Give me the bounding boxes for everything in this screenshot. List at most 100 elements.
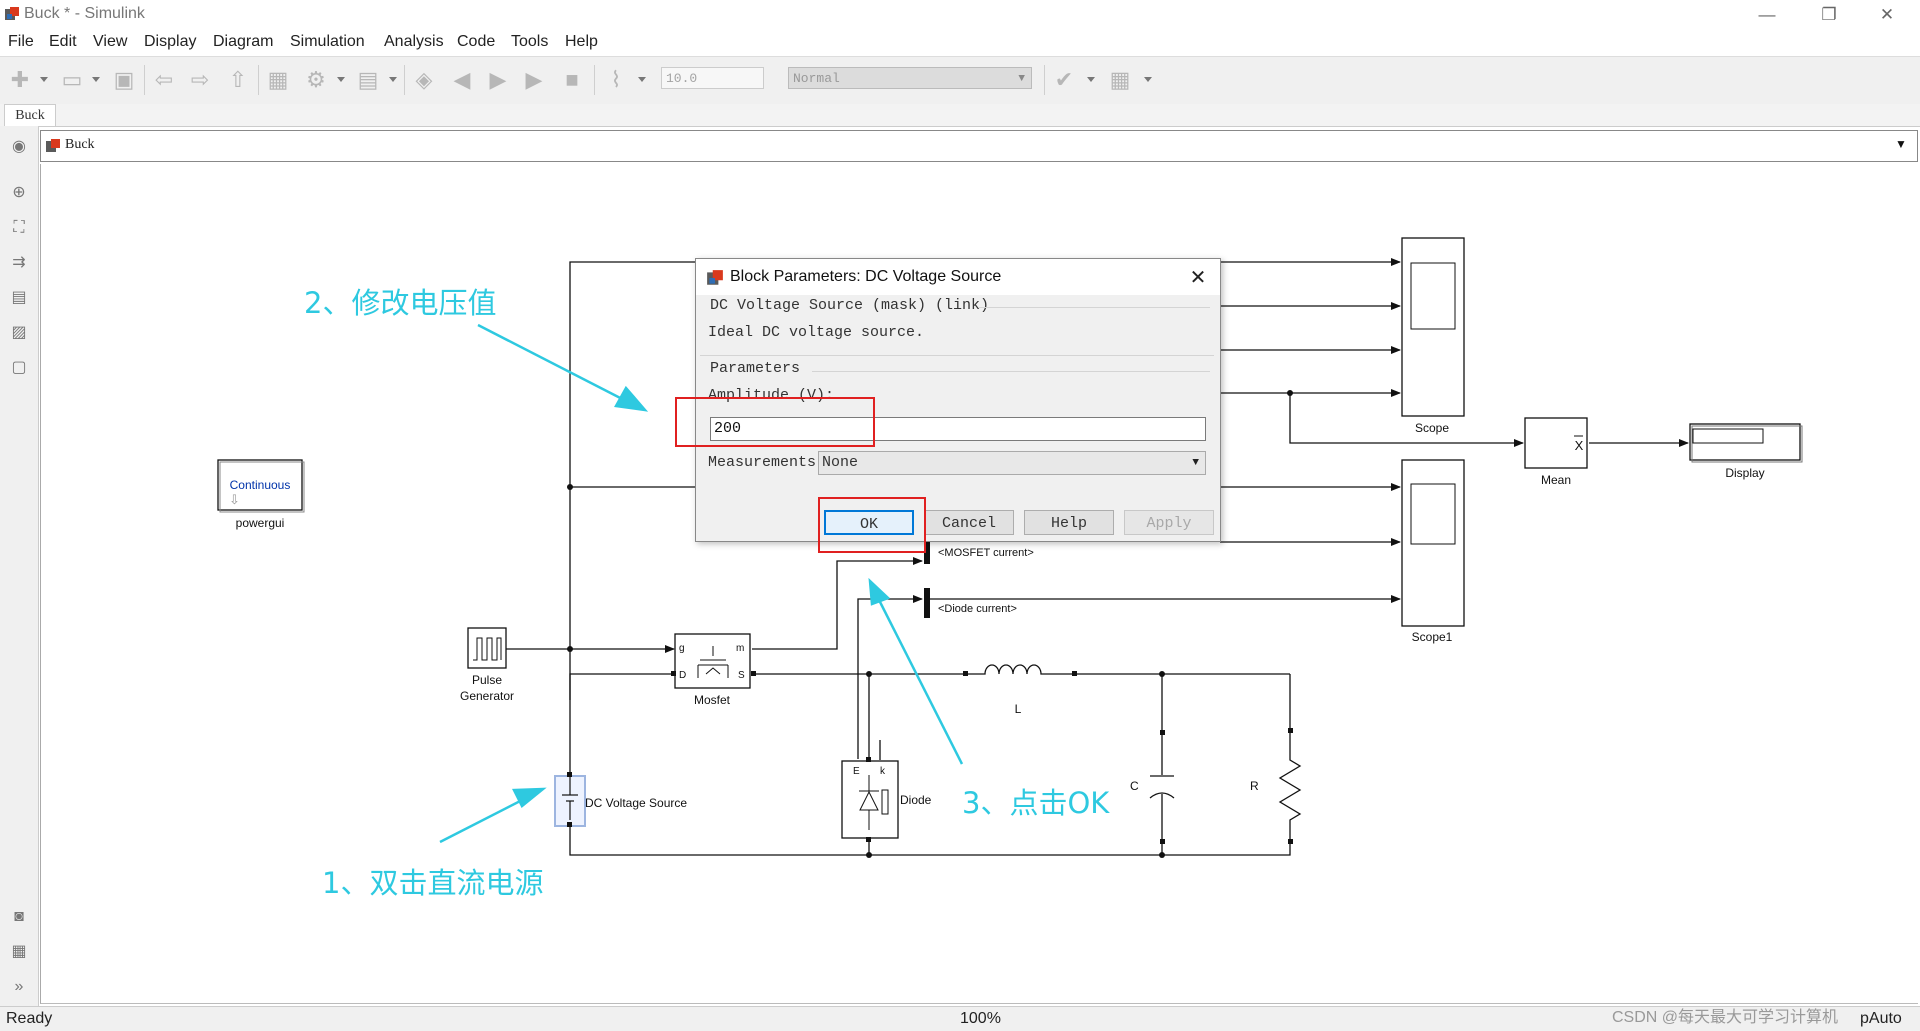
measurements-value: None xyxy=(822,454,859,471)
zoom-icon[interactable]: ⊕ xyxy=(12,184,26,201)
chevron-down-icon[interactable] xyxy=(337,77,345,82)
solver-mode: pAuto xyxy=(1860,1010,1902,1027)
mosfet-current-selector[interactable] xyxy=(924,540,930,564)
new-model-icon[interactable]: ✚ xyxy=(10,67,30,92)
dialog-title-bar[interactable] xyxy=(696,259,1220,295)
tab-buck[interactable]: Buck xyxy=(4,104,56,126)
update-diagram-icon[interactable]: ◈ xyxy=(415,67,433,92)
group-divider xyxy=(978,307,1210,308)
chevron-down-icon[interactable]: ▼ xyxy=(1895,137,1907,151)
mosfet-block[interactable] xyxy=(674,633,751,689)
chevron-down-icon: ▼ xyxy=(1018,73,1025,85)
stop-time-input[interactable]: 10.0 xyxy=(661,67,764,89)
resistor-block[interactable] xyxy=(1278,730,1302,841)
chevron-down-icon[interactable] xyxy=(40,77,48,82)
group-divider xyxy=(700,355,1214,356)
amplitude-highlight-box xyxy=(675,397,875,447)
save-icon[interactable]: ▣ xyxy=(113,67,135,92)
menu-file[interactable]: File xyxy=(8,33,34,50)
help-button[interactable]: Help xyxy=(1024,510,1114,535)
window-title: Buck * - Simulink xyxy=(24,5,145,22)
chevron-down-icon[interactable] xyxy=(389,77,397,82)
menu-bar: File Edit View Display Diagram Simulatio… xyxy=(0,30,1920,54)
model-advisor-icon[interactable]: ✔ xyxy=(1054,67,1074,92)
annotation-step2: 2、修改电压值 xyxy=(304,286,497,320)
library-browser-icon[interactable]: ▦ xyxy=(267,67,289,92)
menu-tools[interactable]: Tools xyxy=(511,33,549,50)
chevron-down-icon[interactable] xyxy=(92,77,100,82)
hide-browser-icon[interactable]: ◉ xyxy=(12,138,26,155)
breadcrumb-model[interactable]: Buck xyxy=(65,137,95,152)
annotation-step1: 1、双击直流电源 xyxy=(322,866,544,900)
pulse-generator-block[interactable] xyxy=(467,627,507,669)
simulation-mode-value: Normal xyxy=(793,71,840,86)
amplitude-input[interactable]: 200 xyxy=(710,417,1206,441)
build-icon[interactable]: ▦ xyxy=(1109,67,1131,92)
close-icon[interactable]: ✕ xyxy=(1189,267,1207,289)
group-divider xyxy=(812,371,1210,372)
simulink-block-icon xyxy=(707,270,723,285)
breadcrumb: Buck ▼ xyxy=(40,130,1918,162)
apply-button[interactable]: Apply xyxy=(1124,510,1214,535)
area-icon[interactable]: ▢ xyxy=(11,359,27,376)
model-browser-icon[interactable]: ▦ xyxy=(11,943,27,960)
watermark: CSDN @每天最大可学习计算机 xyxy=(1612,1009,1839,1026)
up-arrow-icon[interactable]: ⇧ xyxy=(228,67,248,92)
annotation-step3: 3、点击OK xyxy=(962,786,1110,820)
dc-voltage-source-block[interactable] xyxy=(554,775,586,827)
chevron-down-icon[interactable] xyxy=(638,77,646,82)
step-back-icon[interactable]: ◀ xyxy=(453,67,471,92)
measurements-select[interactable]: None ▼ xyxy=(818,451,1206,475)
camera-icon[interactable]: ◙ xyxy=(14,908,24,925)
inductor-block[interactable] xyxy=(967,664,1074,675)
step-forward-icon[interactable]: ▶ xyxy=(525,67,543,92)
back-arrow-icon[interactable]: ⇦ xyxy=(154,67,174,92)
model-explorer-icon[interactable]: ▤ xyxy=(357,67,379,92)
settings-gear-icon[interactable]: ⚙ xyxy=(306,67,326,92)
title-bar: Buck * - Simulink — ❐ ✕ xyxy=(0,0,1920,30)
status-text: Ready xyxy=(6,1010,53,1027)
menu-help[interactable]: Help xyxy=(565,33,598,50)
menu-view[interactable]: View xyxy=(93,33,128,50)
arrows-icon[interactable]: ⇉ xyxy=(12,254,26,271)
close-window-button[interactable]: ✕ xyxy=(1879,5,1895,24)
tab-strip xyxy=(0,104,1920,127)
scope1-block[interactable] xyxy=(1401,459,1465,627)
simulink-app-icon xyxy=(5,7,19,20)
open-folder-icon[interactable]: ▭ xyxy=(61,67,83,92)
powergui-block[interactable] xyxy=(217,459,303,511)
block-parameters-dialog: Block Parameters: DC Voltage Source ✕ DC… xyxy=(695,258,1221,542)
menu-diagram[interactable]: Diagram xyxy=(213,33,274,50)
diode-current-selector[interactable] xyxy=(924,588,930,618)
cancel-button[interactable]: Cancel xyxy=(924,510,1014,535)
image-icon[interactable]: ▨ xyxy=(11,324,27,341)
capacitor-block[interactable] xyxy=(1149,734,1175,840)
mean-block[interactable] xyxy=(1524,417,1588,469)
scope-block[interactable] xyxy=(1401,237,1465,417)
amplitude-label: Amplitude (V): xyxy=(708,387,835,404)
block-description: Ideal DC voltage source. xyxy=(708,324,925,341)
ok-button[interactable]: OK xyxy=(824,510,914,535)
diode-block[interactable] xyxy=(841,760,899,839)
chevron-down-icon[interactable] xyxy=(1144,77,1152,82)
minimize-button[interactable]: — xyxy=(1758,5,1776,24)
block-type-header: DC Voltage Source (mask) (link) xyxy=(710,297,990,314)
menu-edit[interactable]: Edit xyxy=(49,33,77,50)
restore-button[interactable]: ❐ xyxy=(1821,5,1837,24)
zoom-level[interactable]: 100% xyxy=(960,1010,1001,1027)
data-inspector-icon[interactable]: ⌇ xyxy=(610,67,622,92)
expand-icon[interactable]: » xyxy=(14,978,24,995)
run-icon[interactable]: ▶ xyxy=(489,67,507,92)
menu-code[interactable]: Code xyxy=(457,33,496,50)
menu-simulation[interactable]: Simulation xyxy=(290,33,365,50)
forward-arrow-icon[interactable]: ⇨ xyxy=(190,67,210,92)
menu-display[interactable]: Display xyxy=(144,33,197,50)
stop-icon[interactable]: ■ xyxy=(565,67,579,92)
annotation-icon[interactable]: ▤ xyxy=(11,289,27,306)
chevron-down-icon[interactable] xyxy=(1087,77,1095,82)
simulation-mode-select[interactable]: Normal ▼ xyxy=(788,67,1032,89)
chevron-down-icon: ▼ xyxy=(1192,457,1199,469)
display-block[interactable] xyxy=(1689,423,1801,461)
menu-analysis[interactable]: Analysis xyxy=(384,33,444,50)
fit-view-icon[interactable]: ⛶ xyxy=(13,219,25,236)
